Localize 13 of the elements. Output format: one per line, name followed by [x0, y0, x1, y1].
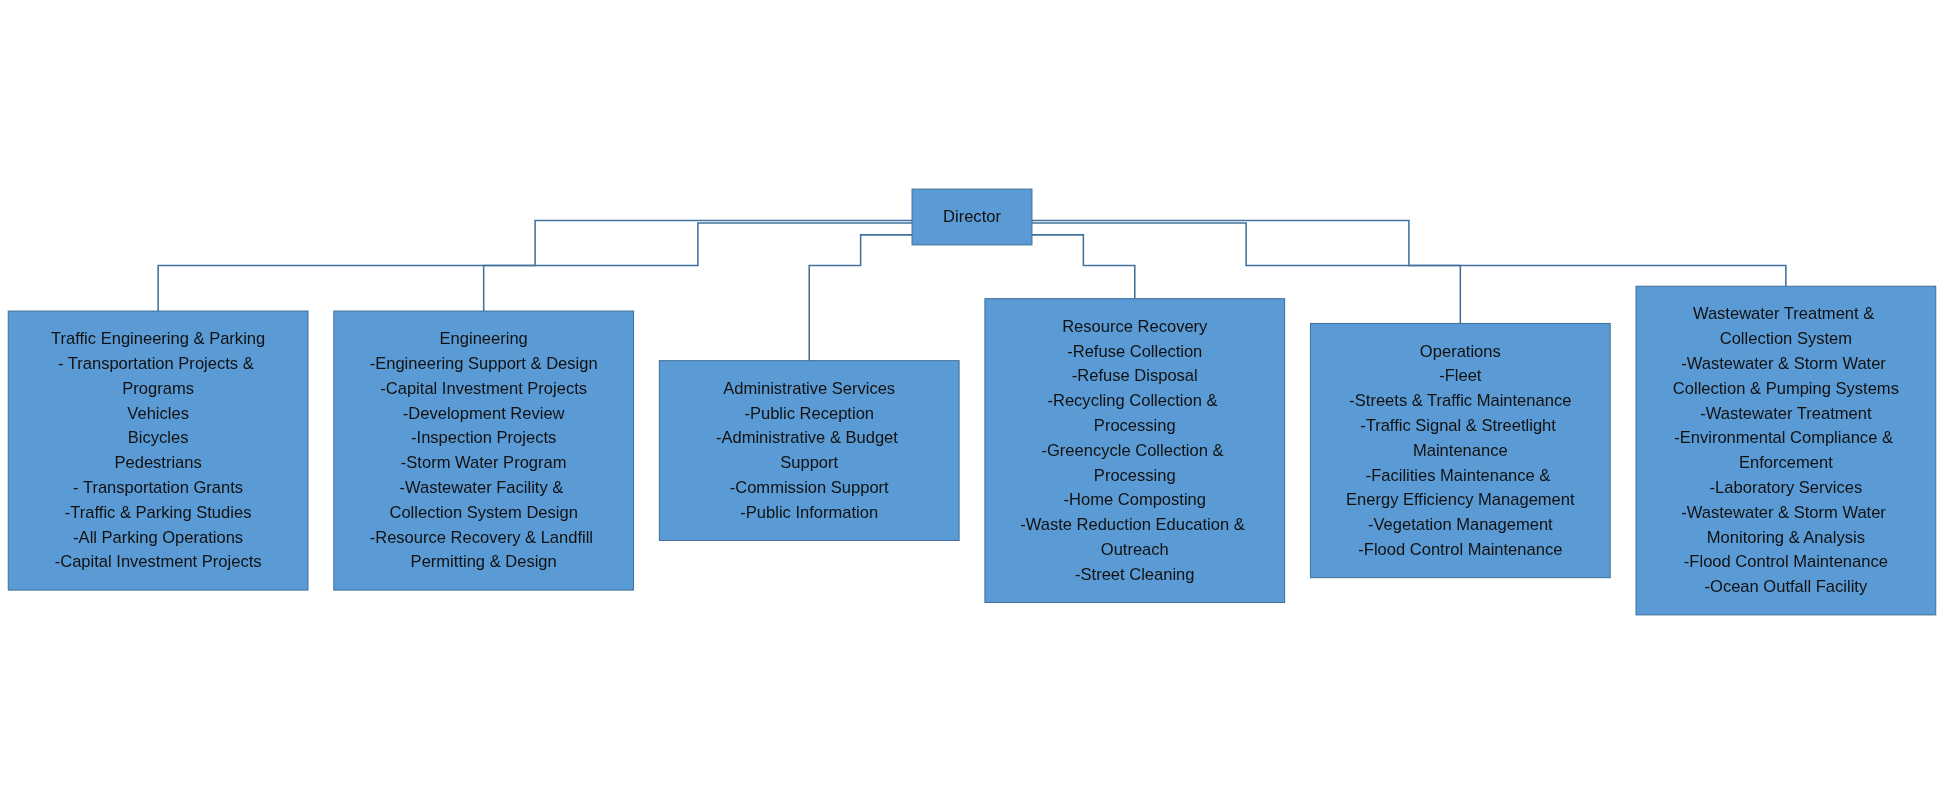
- connector: [808, 234, 913, 362]
- node-box: Director: [911, 188, 1033, 246]
- node-box: Operations -Fleet -Streets & Traffic Maintenance -Traffic Signal & Streetlight Maintenance -Facilities Maintenance & Energy Efficiency Management -Vegetation Management -Flood Control Maintenance: [1309, 322, 1611, 579]
- node-box: Traffic Engineering & Parking - Transportation Projects & Programs Vehicles Bicycles Pedestrians - Transportation Grants -Traffic & Parking Studies -All Parking Operations -Capital Investment Projects: [7, 310, 309, 591]
- connector: [1031, 234, 1136, 300]
- node-box: Administrative Services -Public Reception -Administrative & Budget Support -Commission Support -Public Information: [658, 360, 960, 541]
- node-box: Resource Recovery -Refuse Collection -Refuse Disposal -Recycling Collection & Processing -Greencycle Collection & Processing -Home Composting -Waste Reduction Education & Outreach -Street Cleaning: [984, 298, 1286, 603]
- connector: [157, 219, 913, 312]
- connector: [1031, 219, 1787, 288]
- node-box: Engineering -Engineering Support & Design -Capital Investment Projects -Development Review -Inspection Projects -Storm Water Program -Wastewater Facility & Collection System Design -Resource Recovery & Landfill Permitting & Design: [333, 310, 635, 591]
- connector: [1031, 222, 1462, 325]
- node-box: Wastewater Treatment & Collection System -Wastewater & Storm Water Collection & Pumping Systems -Wastewater Treatment -Environmental Compliance & Enforcement -Laboratory Services -Wastewater & Storm Water Monitoring & Analysis -Flood Control Maintenance -Ocean Outfall Facility: [1635, 285, 1937, 616]
- connector: [482, 222, 913, 312]
